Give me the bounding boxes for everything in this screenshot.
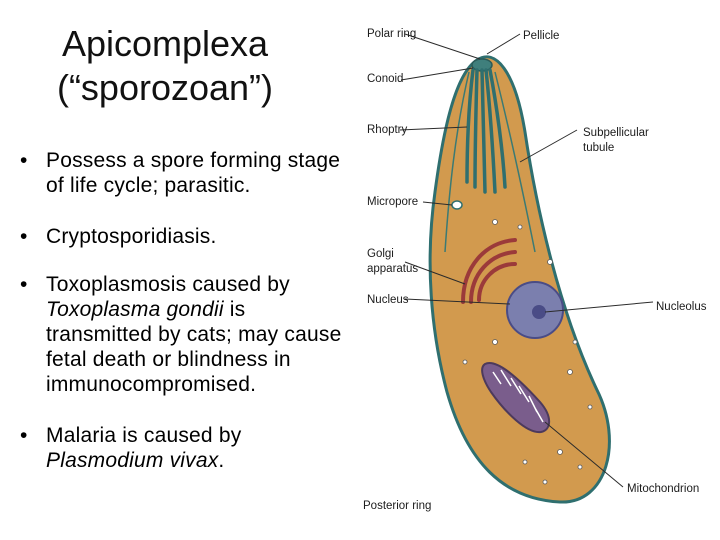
label-nucleolus: Nucleolus: [656, 301, 707, 313]
label-mitochondrion: Mitochondrion: [627, 483, 699, 495]
label-polar-ring: Polar ring: [367, 28, 416, 40]
bullet-item: Possess a spore forming stage of life cy…: [18, 148, 348, 198]
bullet-text: Toxoplasmosis caused by: [46, 273, 290, 296]
bullet-item: Malaria is caused by Plasmodium vivax.: [18, 423, 348, 473]
bullet-text: Possess a spore forming stage of life cy…: [46, 149, 341, 197]
label-golgi-1: Golgi: [367, 248, 394, 260]
bullet-italic-text: Toxoplasma gondii: [46, 298, 224, 321]
label-posterior-ring: Posterior ring: [363, 500, 431, 512]
bullet-item: Toxoplasmosis caused by Toxoplasma gondi…: [18, 272, 348, 397]
subpellicular-tubules: [444, 71, 536, 253]
leader-lines: [399, 33, 654, 488]
rhoptries: [465, 68, 507, 194]
label-golgi-2: apparatus: [367, 263, 418, 275]
golgi-apparatus: [461, 238, 517, 304]
bullet-italic-text: Plasmodium vivax: [46, 449, 219, 472]
slide-title: Apicomplexa (“sporozoan”): [0, 22, 330, 110]
cell-body: [428, 55, 611, 504]
label-subpellicular-2: tubule: [583, 142, 614, 154]
vesicles: [462, 219, 593, 485]
nucleolus: [532, 305, 546, 319]
apicomplexan-cell-diagram: Polar ring Pellicle Conoid Rhoptry Subpe…: [363, 28, 707, 512]
bullet-text: is transmitted by cats; may cause fetal …: [46, 298, 342, 396]
label-micropore: Micropore: [367, 196, 418, 208]
bullet-list: Possess a spore forming stage of life cy…: [18, 148, 348, 473]
label-nucleus: Nucleus: [367, 294, 409, 306]
bullet-text: .: [218, 449, 225, 472]
bullet-item: Cryptosporidiasis.: [18, 224, 348, 249]
mitochondrion: [481, 362, 551, 434]
label-conoid: Conoid: [367, 73, 403, 85]
title-line-1: Apicomplexa: [61, 23, 269, 64]
label-pellicle: Pellicle: [523, 30, 559, 42]
label-rhoptry: Rhoptry: [367, 124, 408, 136]
bullet-text: Malaria is caused by: [46, 424, 242, 447]
title-line-2: (“sporozoan”): [56, 67, 274, 108]
bullet-text: Cryptosporidiasis.: [46, 225, 217, 248]
label-subpellicular-1: Subpellicular: [583, 127, 649, 139]
micropore: [451, 200, 463, 210]
